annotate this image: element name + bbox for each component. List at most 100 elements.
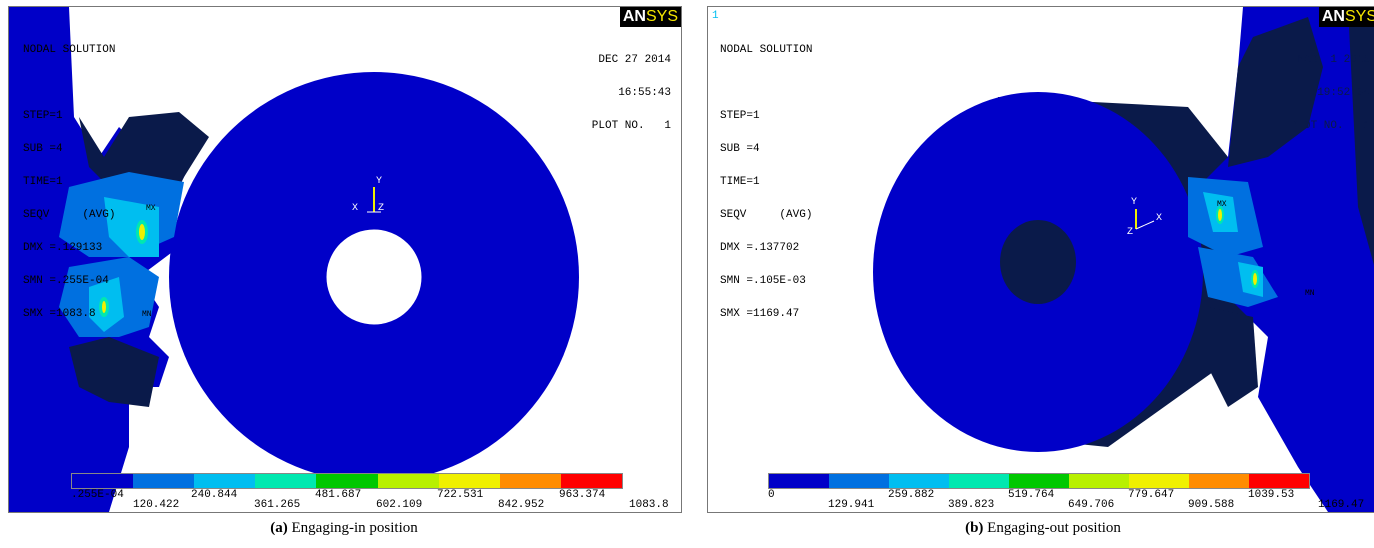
- legend-tick: 361.265: [254, 499, 301, 511]
- legend-band-8: [499, 474, 561, 488]
- stress-peak-2: [102, 301, 106, 313]
- legend-band-4: [949, 474, 1009, 488]
- info-title: NODAL SOLUTION: [720, 44, 813, 56]
- max-marker: MX: [1217, 200, 1227, 209]
- stress-peak-2: [1253, 273, 1257, 285]
- info-sub: SUB =4: [720, 143, 760, 155]
- plot-number: PLOT NO. 1: [591, 120, 671, 132]
- caption-b: (b) Engaging-out position: [707, 520, 1374, 537]
- axis-y-label: Y: [1131, 197, 1138, 208]
- axis-triad-x: [1135, 220, 1155, 230]
- info-smn: SMN =.105E-03: [720, 275, 806, 287]
- caption-a-text: Engaging-in position: [287, 520, 418, 536]
- gear-tooth-shadow-bottom: [69, 337, 159, 407]
- legend-tick: 481.687: [315, 489, 362, 501]
- legend-tick: 963.374: [559, 489, 606, 501]
- plot-time: 19:52:04: [1317, 87, 1370, 99]
- stress-peak-max: [1218, 209, 1222, 221]
- legend-band-9: [1249, 474, 1309, 488]
- legend-tick: 519.764: [1008, 489, 1055, 501]
- legend-tick: 649.706: [1068, 499, 1115, 511]
- legend-band-2: [829, 474, 889, 488]
- legend-band-9: [560, 474, 622, 488]
- caption-a: (a) Engaging-in position: [8, 520, 680, 537]
- legend-band-3: [194, 474, 256, 488]
- legend-band-7: [1129, 474, 1189, 488]
- stress-zone-high-2: [1238, 262, 1263, 297]
- plot-panel-engaging-out: MX MN Y X Z 1 NODAL SOLUTION STEP=1 SUB …: [707, 6, 1374, 513]
- plot-panel-engaging-in: MX MN Y X Z NODAL SOLUTION STEP=1 SUB =4…: [8, 6, 682, 513]
- cylinder-bore: [1000, 220, 1076, 304]
- info-step: STEP=1: [720, 110, 760, 122]
- min-marker: MN: [1305, 289, 1315, 298]
- legend-tick: 602.109: [376, 499, 423, 511]
- stress-contour-plot-b: [873, 7, 1374, 512]
- nodal-solution-info: NODAL SOLUTION STEP=1 SUB =4 TIME=1 SEQV…: [23, 23, 115, 342]
- legend-band-1: [72, 474, 134, 488]
- min-marker: MN: [142, 310, 152, 319]
- legend-tick: 259.882: [888, 489, 935, 501]
- info-seqv: SEQV (AVG): [720, 209, 813, 221]
- legend-tick: 1083.8: [629, 499, 669, 511]
- legend-tick: 1169.47: [1318, 499, 1365, 511]
- color-legend: [768, 473, 1310, 489]
- info-seqv: SEQV (AVG): [23, 209, 116, 221]
- plot-meta: MAR 1 2015 19:52:04 PLOT NO. 1: [1291, 33, 1370, 154]
- info-blank: [23, 78, 115, 89]
- legend-band-8: [1189, 474, 1249, 488]
- ansys-logo: ANSYS: [619, 7, 681, 27]
- legend-band-7: [438, 474, 500, 488]
- info-time: TIME=1: [23, 176, 63, 188]
- legend-band-3: [889, 474, 949, 488]
- legend-tick: 722.531: [437, 489, 484, 501]
- axis-x-label: X: [1156, 213, 1163, 224]
- legend-tick: 120.422: [133, 499, 180, 511]
- legend-tick: 0: [768, 489, 775, 501]
- housing-shadow-top: [1228, 17, 1323, 167]
- info-dmx: DMX =.129133: [23, 242, 103, 254]
- axis-x-label: X: [352, 203, 359, 214]
- housing-shadow-bottom: [1208, 307, 1258, 407]
- caption-b-letter: (b): [965, 520, 984, 536]
- info-dmx: DMX =.137702: [720, 242, 800, 254]
- caption-b-text: Engaging-out position: [983, 520, 1121, 536]
- info-time: TIME=1: [720, 176, 760, 188]
- legend-tick: 389.823: [948, 499, 995, 511]
- legend-band-6: [1069, 474, 1129, 488]
- info-smx: SMX =1083.8: [23, 308, 96, 320]
- nodal-solution-info: NODAL SOLUTION STEP=1 SUB =4 TIME=1 SEQV…: [720, 23, 812, 342]
- caption-a-letter: (a): [270, 520, 288, 536]
- window-number: 1: [712, 10, 719, 22]
- stress-contour-plot-a: [9, 7, 579, 512]
- legend-band-1: [769, 474, 829, 488]
- axis-z-label: Z: [1127, 227, 1134, 238]
- stress-peak-max: [139, 224, 145, 240]
- disc-bore: [325, 228, 423, 326]
- legend-band-6: [377, 474, 439, 488]
- legend-tick: 909.588: [1188, 499, 1235, 511]
- plot-number: PLOT NO. 1: [1290, 120, 1370, 132]
- info-smn: SMN =.255E-04: [23, 275, 109, 287]
- legend-tick: 842.952: [498, 499, 545, 511]
- info-title: NODAL SOLUTION: [23, 44, 116, 56]
- legend-band-2: [133, 474, 195, 488]
- info-smx: SMX =1169.47: [720, 308, 800, 320]
- info-sub: SUB =4: [23, 143, 63, 155]
- legend-band-5: [1009, 474, 1069, 488]
- legend-tick: 129.941: [828, 499, 875, 511]
- legend-tick: 240.844: [191, 489, 238, 501]
- plot-meta: DEC 27 2014 16:55:43 PLOT NO. 1: [592, 33, 671, 154]
- max-marker: MX: [146, 204, 156, 213]
- legend-tick: 1039.53: [1248, 489, 1295, 501]
- info-step: STEP=1: [23, 110, 63, 122]
- axis-z-label: Z: [378, 203, 385, 214]
- legend-band-5: [316, 474, 378, 488]
- info-blank: [720, 78, 812, 89]
- plot-time: 16:55:43: [618, 87, 671, 99]
- legend-tick: 779.647: [1128, 489, 1175, 501]
- plot-date: MAR 1 2015: [1297, 54, 1370, 66]
- housing-shadow-edge: [1348, 7, 1374, 266]
- ansys-logo: ANSYS: [1318, 7, 1374, 27]
- plot-date: DEC 27 2014: [598, 54, 671, 66]
- legend-tick: .255E-04: [71, 489, 124, 501]
